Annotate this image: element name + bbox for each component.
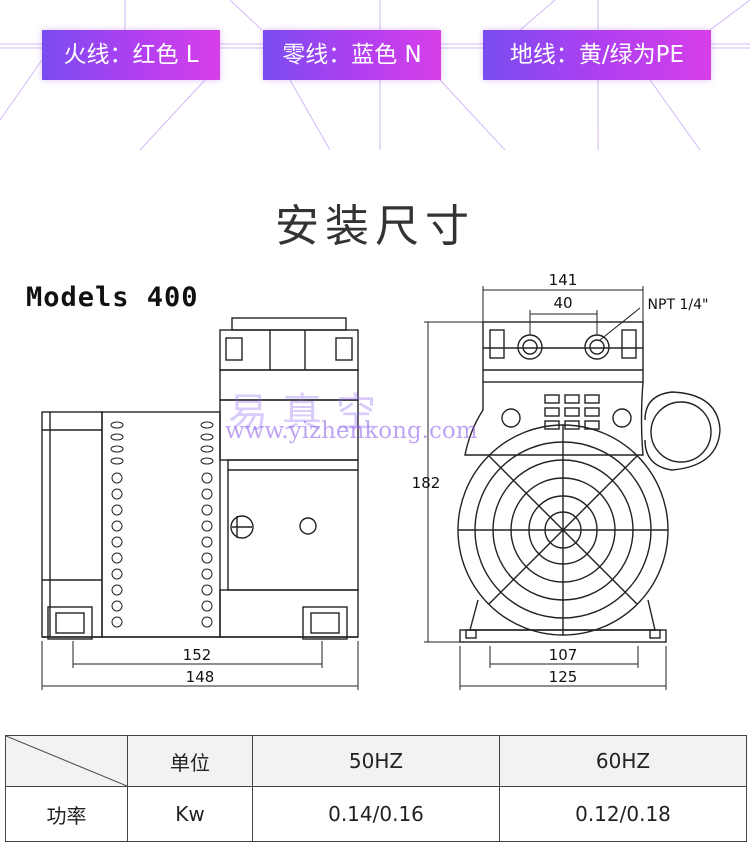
table-row: 功率 Kw 0.14/0.16 0.12/0.18 bbox=[5, 786, 747, 842]
dim-front-40: 40 bbox=[553, 294, 572, 312]
port-label: NPT 1/4" bbox=[648, 297, 709, 313]
ground-wire-label: 地线：黄/绿为PE bbox=[483, 30, 711, 80]
section-title: 安装尺寸 bbox=[275, 201, 475, 252]
dim-front-141: 141 bbox=[549, 271, 578, 289]
dim-side-152: 152 bbox=[183, 646, 212, 664]
pump-side-view bbox=[41, 317, 359, 640]
diagonal-line bbox=[6, 736, 127, 786]
wiring-banner: 火线：红色 L 零线：蓝色 N 地线：黄/绿为PE bbox=[0, 0, 750, 150]
dim-front-182: 182 bbox=[412, 474, 441, 492]
header-50hz: 50HZ bbox=[252, 735, 500, 787]
model-title: Models 400 bbox=[26, 282, 199, 313]
row-unit: Kw bbox=[127, 786, 253, 842]
watermark-logo: 易真空 bbox=[228, 390, 390, 436]
watermark-url: www.yizhenkong.com bbox=[225, 418, 478, 444]
dim-front-125: 125 bbox=[549, 668, 578, 686]
spec-table-header: 单位 50HZ 60HZ bbox=[5, 735, 747, 787]
dim-side-148: 148 bbox=[186, 668, 215, 686]
row-60hz-value: 0.12/0.18 bbox=[499, 786, 747, 842]
row-name: 功率 bbox=[5, 786, 128, 842]
dim-front-107: 107 bbox=[549, 646, 578, 664]
spec-table: 单位 50HZ 60HZ 功率 Kw 0.14/0.16 0.12/0.18 bbox=[5, 735, 747, 842]
pump-front-view bbox=[457, 321, 721, 643]
header-diagonal-cell bbox=[5, 735, 128, 787]
header-unit: 单位 bbox=[127, 735, 253, 787]
row-50hz-value: 0.14/0.16 bbox=[252, 786, 500, 842]
header-60hz: 60HZ bbox=[499, 735, 747, 787]
neutral-wire-label: 零线：蓝色 N bbox=[263, 30, 441, 80]
dimension-drawing: 152 148 141 40 182 107 125 NPT 1/4" bbox=[41, 271, 721, 690]
live-wire-label: 火线：红色 L bbox=[42, 30, 220, 80]
